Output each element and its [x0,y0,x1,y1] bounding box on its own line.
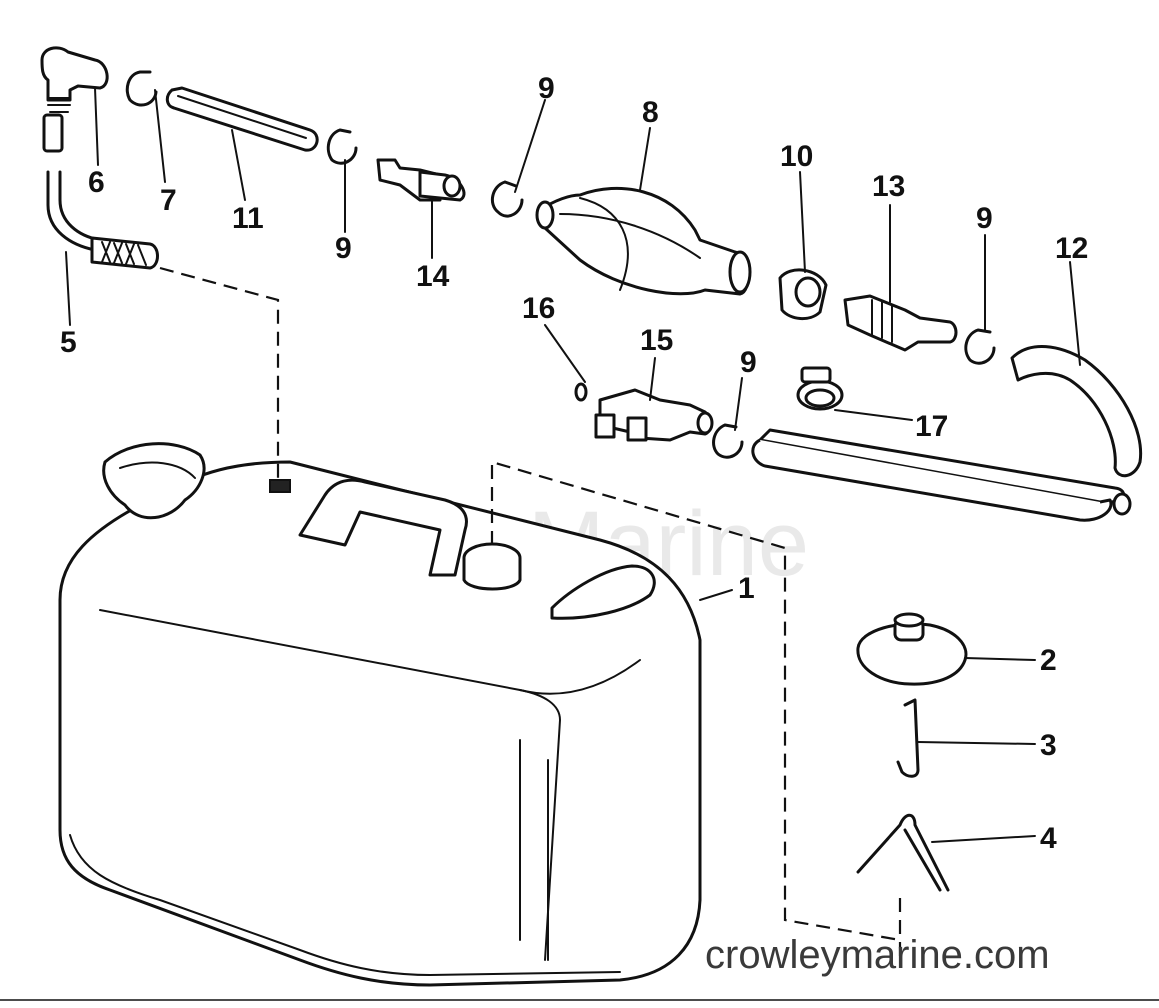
label-14: 14 [416,260,450,293]
website-url: crowleymarine.com [705,933,1050,977]
hose-clamp [796,366,844,411]
clamp-9a [326,128,358,165]
pickup-tube [42,113,159,270]
label-6: 6 [88,166,105,199]
short-hose [165,86,319,152]
fuel-cap [856,612,968,686]
clamp-9b [490,180,524,218]
clamp-7 [125,70,158,107]
label-13: 13 [872,170,905,203]
label-12: 12 [1055,232,1088,265]
label-2: 2 [1040,644,1057,677]
nut-10 [778,268,828,320]
fuel-tank [58,442,702,987]
label-5: 5 [60,326,77,359]
o-ring [574,382,588,402]
spring-clip [856,813,950,892]
label-4: 4 [1040,822,1057,855]
label-9-d: 9 [740,346,757,379]
label-1: 1 [738,572,755,605]
label-9-a: 9 [335,232,352,265]
check-valve-13 [843,294,958,352]
label-16: 16 [522,292,555,325]
label-10: 10 [780,140,813,173]
clamp-9d [712,423,744,459]
label-7: 7 [160,184,177,217]
label-15: 15 [640,324,673,357]
tank-connector [594,388,714,442]
label-9-c: 9 [976,202,993,235]
primer-bulb [535,187,752,296]
clamp-9c [964,328,996,365]
label-11: 11 [232,202,264,235]
label-8: 8 [642,96,659,129]
cap-retainer [896,698,920,778]
long-hose [751,345,1143,522]
part-labels: 1 2 3 4 5 6 7 8 9 9 9 9 10 11 12 13 14 1… [60,72,1088,855]
label-3: 3 [1040,729,1057,762]
label-9-b: 9 [538,72,555,105]
label-17: 17 [915,410,948,443]
check-valve-14 [376,158,466,202]
elbow-connector [40,46,109,113]
leader-lines [65,87,1081,843]
assembly-lines [159,266,902,960]
